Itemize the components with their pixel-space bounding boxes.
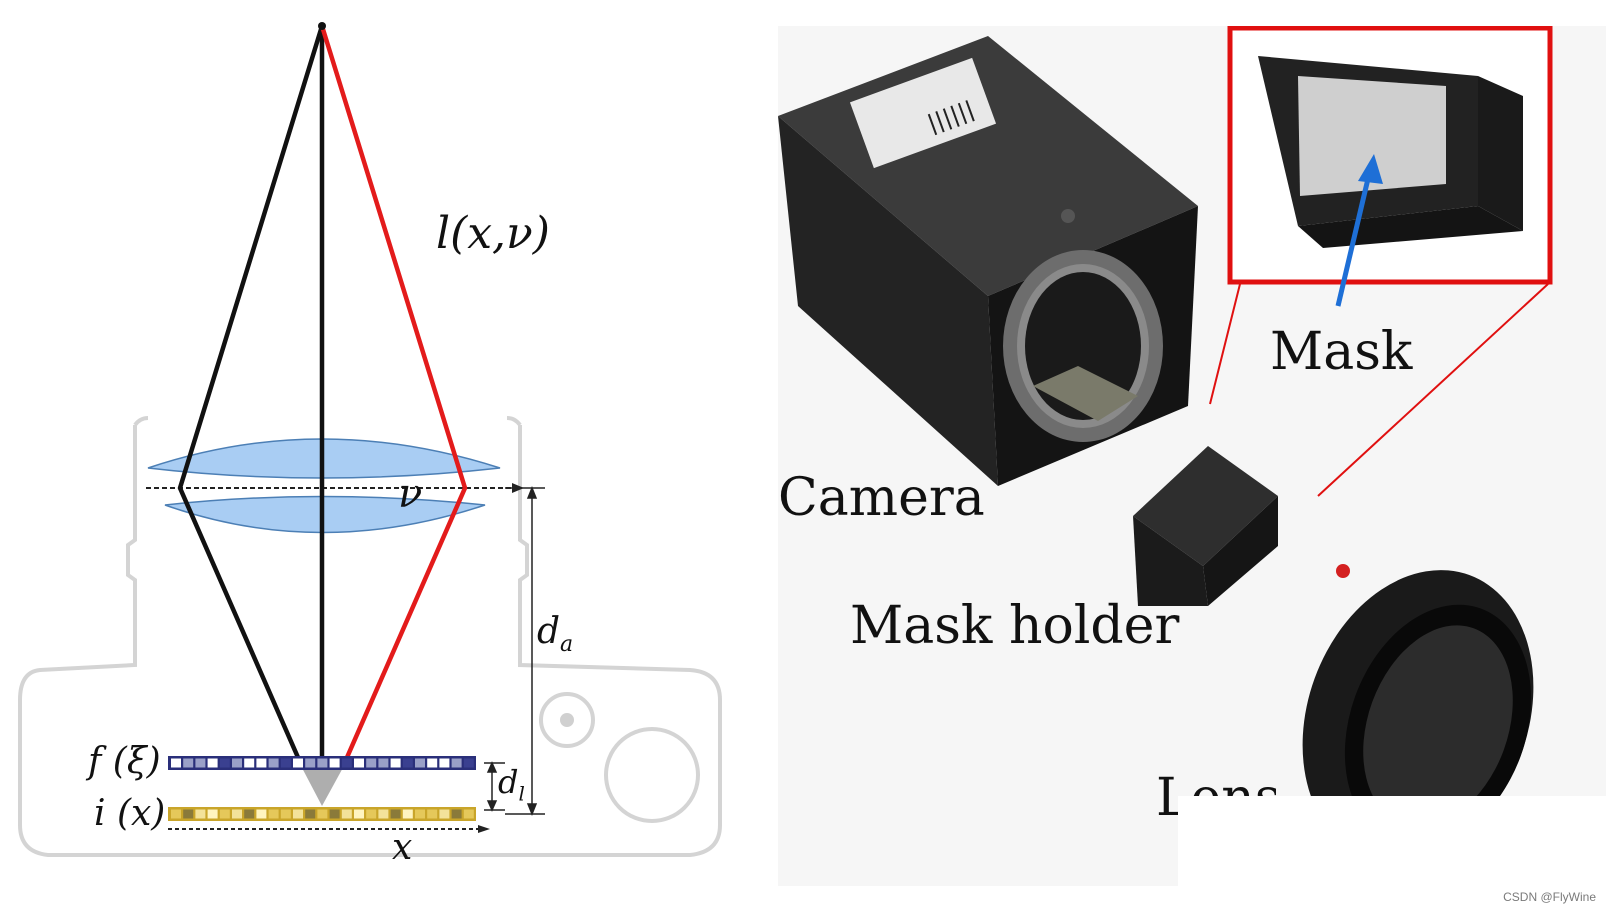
sensor-cell — [439, 809, 450, 819]
sensor-cell — [451, 809, 462, 819]
mask-sensor-cone — [300, 764, 345, 806]
sensor-image-label: i (x) — [94, 793, 166, 834]
hardware-photo: Camera Mask holder Mask Lens — [778, 26, 1606, 886]
mask-cell — [354, 758, 364, 768]
mask-cell — [341, 758, 352, 768]
mask-label: Mask — [1270, 322, 1413, 382]
sensor-cell — [219, 809, 230, 819]
mask-cell — [415, 758, 425, 768]
mask-cell — [317, 758, 328, 768]
light-field-label: l(x,ν) — [436, 208, 550, 259]
mask-function-label: f (ξ) — [88, 741, 161, 782]
rays — [177, 25, 468, 763]
lens-group — [147, 438, 501, 534]
mask-cell — [439, 758, 450, 768]
mask-cell — [366, 758, 377, 768]
mask-cell — [329, 758, 340, 768]
sensor-cell — [207, 809, 218, 819]
aperture-coordinate-label: ν — [398, 471, 423, 517]
mask-cell — [207, 758, 218, 768]
distance-mask-label: dl — [498, 763, 525, 806]
sensor-cell — [280, 809, 291, 819]
sensor-cell — [305, 809, 316, 819]
sensor-cell — [244, 809, 255, 819]
distance-dl-marker — [484, 761, 505, 812]
mask-cell — [305, 758, 316, 768]
sensor-cell — [415, 809, 425, 819]
sensor-cell — [463, 809, 474, 819]
sensor-cell — [378, 809, 389, 819]
mask-cell — [256, 758, 267, 768]
sensor-cell — [427, 809, 438, 819]
sensor-cell — [183, 809, 194, 819]
sensor-strip — [168, 807, 476, 821]
sensor-cell — [293, 809, 303, 819]
lens-object — [1302, 564, 1534, 862]
mask-cell — [293, 758, 303, 768]
ray-red — [319, 25, 468, 763]
sensor-cell — [171, 809, 181, 819]
camera-body — [778, 36, 1198, 486]
sensor-cell — [390, 809, 401, 819]
ray-black-left — [177, 25, 325, 763]
sensor-cell — [232, 809, 242, 819]
photo-crop-mask — [1178, 796, 1606, 886]
mask-cell — [268, 758, 279, 768]
mask-inset — [1209, 26, 1553, 497]
sensor-axis-arrow — [478, 825, 490, 833]
sensor-cell — [354, 809, 364, 819]
mask-cell — [195, 758, 206, 768]
sensor-cell — [317, 809, 328, 819]
mask-cell — [427, 758, 438, 768]
mask-pointer-arrow — [1335, 154, 1383, 307]
sensor-cell — [402, 809, 413, 819]
mask-cell — [451, 758, 462, 768]
distance-da-marker — [505, 485, 545, 817]
camera-body-outline — [18, 416, 722, 857]
mask-cell — [232, 758, 242, 768]
mask-cell — [183, 758, 194, 768]
camera-label: Camera — [778, 468, 985, 528]
mask-strip — [168, 756, 476, 770]
mask-holder-object — [1133, 446, 1278, 606]
camera-button-dot — [560, 713, 574, 727]
mask-cell — [390, 758, 401, 768]
sensor-cell — [329, 809, 340, 819]
sensor-cell — [268, 809, 279, 819]
sensor-cell — [341, 809, 352, 819]
mask-holder-label: Mask holder — [850, 596, 1180, 656]
mask-cell — [171, 758, 181, 768]
mask-cell — [280, 758, 291, 768]
sensor-axis-label: x — [392, 827, 413, 868]
mask-cell — [219, 758, 230, 768]
mask-cell — [244, 758, 255, 768]
distance-aperture-label: da — [537, 611, 574, 658]
optical-diagram — [18, 22, 722, 857]
sensor-cell — [195, 809, 206, 819]
watermark: CSDN @FlyWine — [1503, 890, 1596, 904]
mask-cell — [463, 758, 474, 768]
sensor-cell — [256, 809, 267, 819]
mask-cell — [378, 758, 389, 768]
point-source — [318, 22, 326, 30]
sensor-cell — [366, 809, 377, 819]
mask-cell — [402, 758, 413, 768]
